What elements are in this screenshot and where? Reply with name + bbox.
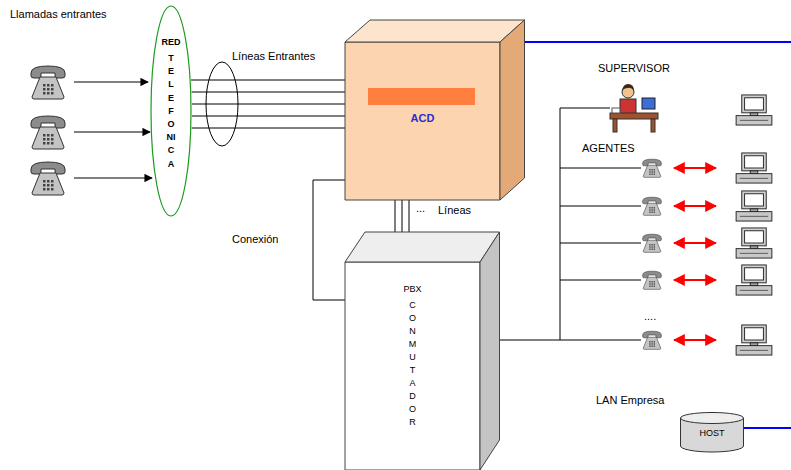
call-arrow — [74, 81, 148, 82]
supervisor-icon — [610, 84, 658, 132]
text-label: .... — [644, 310, 656, 323]
agent-phone — [643, 331, 662, 349]
bus-wire — [560, 168, 641, 169]
agent-links — [674, 168, 716, 340]
pbx-switch-box: PBX CONMUTADOR — [345, 232, 500, 470]
agent-phone — [643, 234, 662, 252]
text-label: SUPERVISOR — [598, 62, 670, 75]
computer-icon — [736, 95, 772, 125]
computer-icon — [736, 191, 772, 221]
agent-phone — [643, 159, 662, 177]
node-content: HOST — [680, 428, 744, 439]
network-ellipse: RED TELEFONICA — [150, 5, 192, 217]
desk — [610, 113, 658, 119]
supervisor-hair — [622, 84, 634, 91]
text-label: AGENTES — [582, 142, 635, 155]
node-label: RED — [150, 37, 192, 48]
text-label: ... — [416, 202, 425, 215]
text-label-box: LAN Empresa — [596, 394, 664, 407]
computer-icon — [736, 325, 772, 355]
computer-icon — [736, 265, 772, 295]
connector-label: Conexión — [232, 233, 278, 246]
double-arrow — [674, 205, 716, 207]
node-content: PBX CONMUTADOR — [345, 284, 480, 429]
box-front-face — [345, 42, 500, 200]
box-side-face — [480, 232, 500, 470]
papers — [612, 108, 620, 113]
node-label: HOST — [680, 428, 744, 439]
display-bar — [368, 88, 475, 105]
box-side-face — [500, 20, 525, 200]
text-label-box: AGENTES — [582, 142, 635, 155]
node-label: PBX — [345, 284, 480, 295]
text-label-box: ... — [416, 202, 425, 215]
text-label-box: .... — [644, 310, 656, 323]
double-arrow — [674, 242, 716, 244]
acd-box: ACD — [345, 20, 525, 200]
box-front-face — [345, 262, 480, 470]
call-arrows — [74, 82, 152, 178]
text-label: Llamadas entrantes — [10, 8, 107, 21]
call-arrow — [74, 177, 152, 178]
desk-leg — [613, 119, 617, 132]
desk-monitor — [642, 98, 655, 109]
text-label-box: SUPERVISOR — [598, 62, 670, 75]
node-outline — [345, 20, 525, 200]
telephone-icon — [31, 116, 65, 149]
node-content: RED TELEFONICA — [150, 37, 192, 171]
node-label: ACD — [345, 112, 500, 125]
agent-phone — [643, 197, 662, 215]
box-top-face — [345, 232, 500, 262]
text-label: LAN Empresa — [596, 394, 664, 407]
box-top-face — [345, 20, 525, 42]
vertical-node-label: CONMUTADOR — [408, 299, 417, 429]
connector-label-box: Conexión — [232, 233, 278, 246]
connector-label: Líneas — [438, 204, 471, 217]
agent-phone — [643, 271, 662, 289]
double-arrow — [674, 339, 716, 341]
bus-wire — [500, 340, 560, 341]
bus-wire — [560, 243, 641, 244]
connector-line — [313, 180, 345, 300]
bus-wire — [560, 206, 641, 207]
call-arrow — [74, 131, 150, 132]
computer-icon — [736, 153, 772, 183]
connector-label-box: Líneas — [438, 204, 471, 217]
connector-label: Líneas Entrantes — [232, 50, 315, 63]
telephone-icon — [31, 162, 65, 195]
data-network-line — [525, 41, 791, 43]
connector-line — [395, 200, 409, 232]
connector-line — [191, 80, 345, 128]
cylinder-top — [681, 413, 744, 424]
bus-wire — [560, 280, 641, 281]
ellipse-outline — [151, 6, 191, 216]
connector-label-box: Líneas Entrantes — [232, 50, 315, 63]
computer-icon — [736, 228, 772, 258]
bus-wire — [560, 340, 641, 341]
double-arrow — [674, 167, 716, 169]
vertical-node-label: TELEFONICA — [167, 52, 176, 171]
lan-line — [744, 427, 791, 429]
bus-wire — [560, 108, 610, 109]
desk-leg — [651, 119, 655, 132]
node-content: ACD — [345, 112, 500, 125]
double-arrow — [674, 279, 716, 281]
bus-wire — [560, 108, 561, 340]
telephone-icon — [31, 66, 65, 99]
host-cylinder: HOST — [680, 412, 744, 452]
text-label-box: Llamadas entrantes — [10, 8, 107, 21]
node-outline — [345, 232, 500, 470]
